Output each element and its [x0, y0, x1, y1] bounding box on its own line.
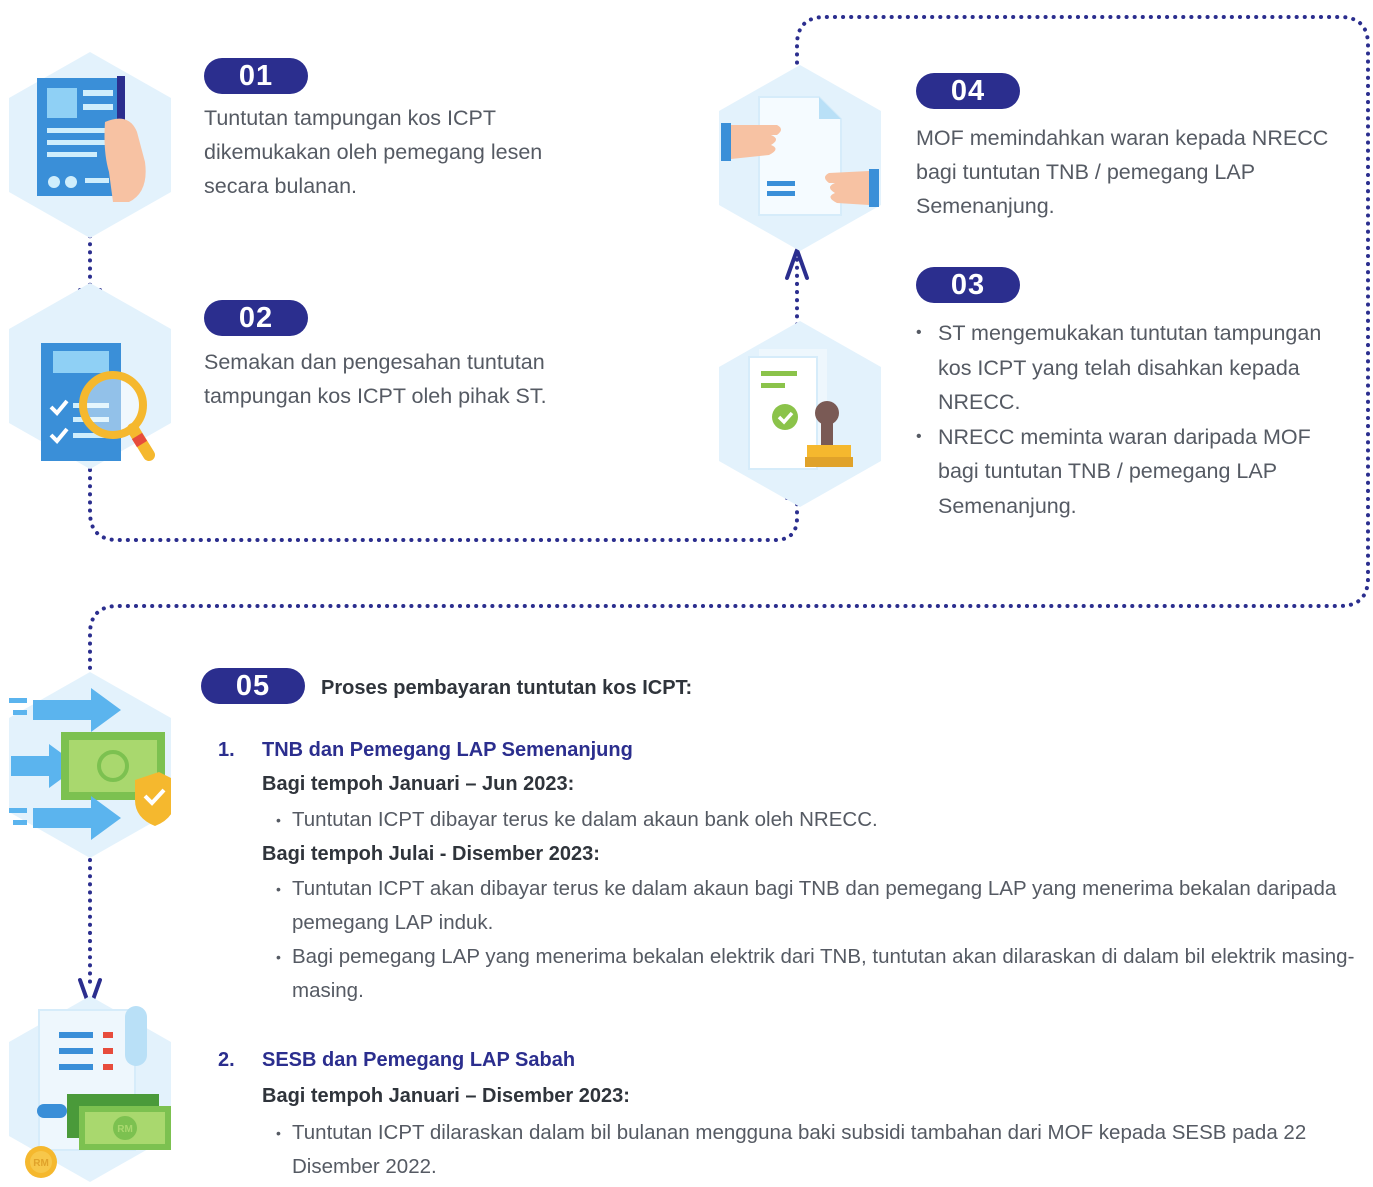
step-03-bullets: ST mengemukakan tuntutan tampungan kos I…: [916, 316, 1336, 523]
step-02-text: Semakan dan pengesahan tuntutan tampunga…: [204, 350, 547, 408]
step-05-heading: Proses pembayaran tuntutan kos ICPT:: [321, 677, 693, 699]
section-2-period-1-label: Bagi tempoh Januari – Disember 2023:: [262, 1085, 630, 1107]
step-04-badge: 04: [916, 73, 1020, 109]
arrow-up-icon: [785, 248, 809, 280]
money-transfer-icon: [9, 672, 175, 858]
note-currency-label: RM: [117, 1124, 133, 1135]
coin-currency-label: RM: [33, 1158, 49, 1169]
handover-document-icon: [719, 65, 881, 251]
step-02-badge: 02: [204, 300, 308, 336]
step-03-badge: 03: [916, 267, 1020, 303]
section-1-title: TNB dan Pemegang LAP Semenanjung: [262, 739, 633, 761]
step-03-bullet: NRECC meminta waran daripada MOF bagi tu…: [916, 420, 1336, 524]
step-01-text: Tuntutan tampungan kos ICPT dikemukakan …: [204, 106, 543, 198]
step-05-badge: 05: [201, 668, 305, 704]
list-item: Tuntutan ICPT dilaraskan dalam bil bulan…: [276, 1116, 1366, 1184]
section-1-number: 1.: [218, 739, 235, 761]
section-1-period-1-label: Bagi tempoh Januari – Jun 2023:: [262, 773, 575, 795]
section-2-title: SESB dan Pemegang LAP Sabah: [262, 1049, 576, 1071]
approval-stamp-icon: [719, 321, 881, 507]
connector-02-03: [88, 468, 799, 542]
list-item: Bagi pemegang LAP yang menerima bekalan …: [276, 940, 1356, 1008]
list-item: Tuntutan ICPT dibayar terus ke dalam aka…: [276, 803, 1356, 837]
step-03-bullet: ST mengemukakan tuntutan tampungan kos I…: [916, 316, 1336, 420]
section-1-period-2-label: Bagi tempoh Julai - Disember 2023:: [262, 843, 600, 865]
section-1-period-2-list: Tuntutan ICPT akan dibayar terus ke dala…: [276, 872, 1356, 1008]
connector-04-05: [88, 15, 1370, 692]
section-2-number: 2.: [218, 1049, 235, 1071]
section-1-period-1-list: Tuntutan ICPT dibayar terus ke dalam aka…: [276, 803, 1356, 837]
section-2-period-1-list: Tuntutan ICPT dilaraskan dalam bil bulan…: [276, 1116, 1366, 1184]
list-item: Tuntutan ICPT akan dibayar terus ke dala…: [276, 872, 1356, 940]
claim-document-icon: [9, 52, 171, 238]
bill-payment-icon: RM RM: [9, 996, 171, 1182]
review-magnifier-icon: [9, 283, 171, 469]
step-04-text: MOF memindahkan waran kepada NRECC bagi …: [916, 126, 1329, 218]
step-01-badge: 01: [204, 58, 308, 94]
